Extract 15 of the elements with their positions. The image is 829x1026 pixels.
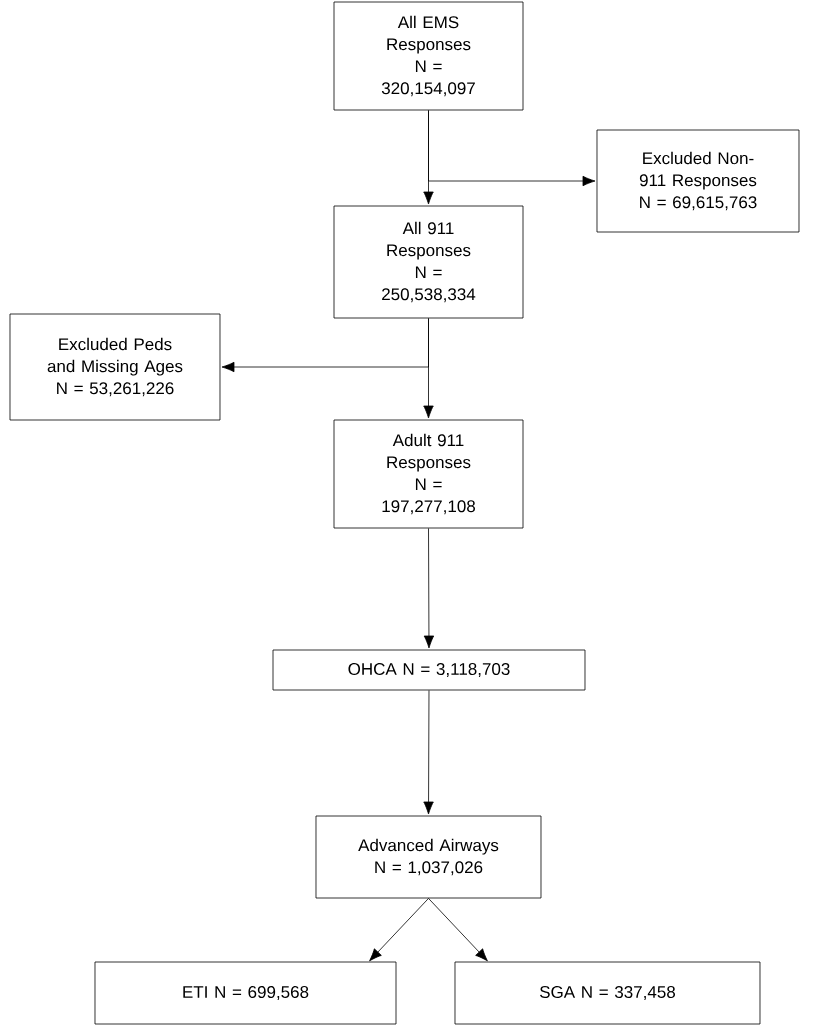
process-box: SGA N = 337,458 [454, 961, 761, 1025]
process-box: OHCA N = 3,118,703 [272, 649, 586, 691]
arrow [423, 528, 435, 649]
process-box: All 911 Responses N = 250,538,334 [333, 205, 524, 319]
process-box: ETI N = 699,568 [94, 961, 397, 1025]
process-box: Excluded Peds and Missing Ages N = 53,261,226 [9, 313, 221, 421]
arrow [428, 110, 596, 187]
arrow [221, 318, 429, 373]
process-box: Advanced Airways N = 1,037,026 [315, 815, 542, 899]
process-box: All EMS Responses N = 320,154,097 [333, 1, 524, 111]
process-box: Excluded Non-911 Responses N = 69,615,763 [596, 129, 800, 233]
arrow [423, 690, 434, 815]
process-box: Adult 911 Responses N = 197,277,108 [333, 419, 524, 529]
arrow [428, 898, 488, 962]
arrow [369, 898, 429, 962]
